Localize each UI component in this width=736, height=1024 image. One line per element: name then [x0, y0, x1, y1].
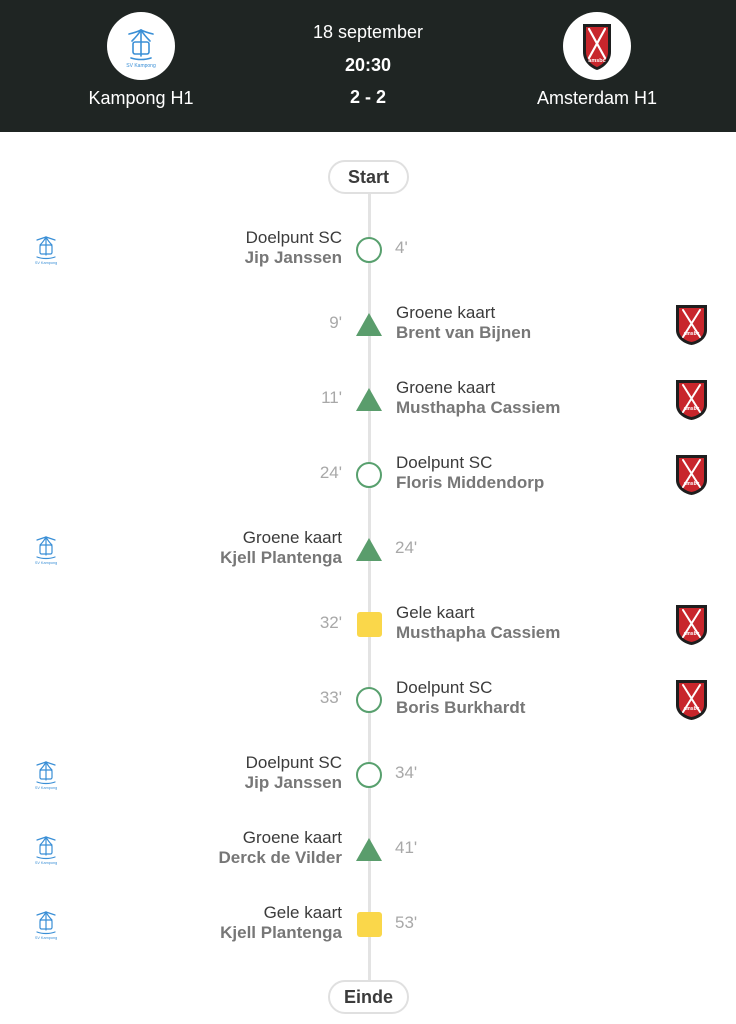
event-minute: 4' — [395, 238, 408, 257]
event-player: Jip Janssen — [244, 248, 342, 267]
event-type: Doelpunt SC — [245, 228, 342, 247]
amsterdam-team-icon: amsbc — [675, 679, 708, 721]
goal-circle-icon — [356, 237, 382, 263]
event-minute: 34' — [395, 763, 418, 782]
event-type: Doelpunt SC — [396, 678, 493, 697]
amsterdam-team-icon: amsbc — [675, 604, 708, 646]
event-type: Groene kaart — [242, 528, 342, 547]
event-player: Musthapha Cassiem — [396, 398, 561, 417]
goal-circle-icon — [356, 462, 382, 488]
kampong-team-icon: SV Kampong — [30, 756, 62, 792]
svg-text:SV Kampong: SV Kampong — [126, 63, 156, 69]
kampong-team-icon: SV Kampong — [30, 906, 62, 942]
svg-text:SV Kampong: SV Kampong — [35, 936, 57, 940]
svg-text:SV Kampong: SV Kampong — [35, 261, 57, 265]
event-minute: 24' — [395, 538, 418, 557]
event-minute: 24' — [319, 463, 342, 482]
event-type: Groene kaart — [396, 303, 496, 322]
event-player: Kjell Plantenga — [220, 548, 342, 567]
event-minute: 33' — [319, 688, 342, 707]
timeline-start-label: Start — [328, 160, 409, 194]
event-minute: 9' — [329, 313, 342, 332]
event-player: Jip Janssen — [244, 773, 342, 792]
svg-text:SV Kampong: SV Kampong — [35, 861, 57, 865]
kampong-logo-icon: SV Kampong — [126, 29, 156, 69]
amsterdam-team-icon: amsbc — [675, 379, 708, 421]
kampong-team-icon: SV Kampong — [30, 831, 62, 867]
match-header: SV Kampong Kampong H1 18 september 20:30… — [0, 0, 736, 132]
event-minute: 11' — [321, 388, 342, 407]
match-time: 20:30 — [344, 55, 392, 75]
match-score: 2 - 2 — [349, 87, 387, 107]
event-player: Brent van Bijnen — [396, 323, 532, 342]
svg-text:amsbc: amsbc — [684, 331, 700, 337]
green-card-triangle-icon — [356, 838, 382, 861]
home-team-logo[interactable]: SV Kampong — [107, 12, 175, 80]
away-team-name[interactable]: Amsterdam H1 — [536, 88, 658, 108]
event-type: Groene kaart — [396, 378, 496, 397]
event-player: Floris Middendorp — [396, 473, 545, 492]
amsterdam-logo-icon: amsbc — [583, 24, 611, 70]
event-type: Gele kaart — [263, 903, 342, 922]
match-date: 18 september — [312, 22, 424, 42]
green-card-triangle-icon — [356, 388, 382, 411]
event-player: Kjell Plantenga — [220, 923, 342, 942]
amsterdam-team-icon: amsbc — [675, 454, 708, 496]
svg-text:SV Kampong: SV Kampong — [35, 786, 57, 790]
goal-circle-icon — [356, 762, 382, 788]
svg-text:amsbc: amsbc — [684, 406, 700, 412]
event-type: Gele kaart — [396, 603, 475, 622]
home-team-name[interactable]: Kampong H1 — [88, 88, 194, 108]
svg-text:amsbc: amsbc — [684, 631, 700, 637]
svg-text:SV Kampong: SV Kampong — [35, 561, 57, 565]
event-type: Groene kaart — [242, 828, 342, 847]
svg-text:amsbc: amsbc — [684, 706, 700, 712]
kampong-team-icon: SV Kampong — [30, 231, 62, 267]
yellow-card-icon — [357, 612, 382, 637]
green-card-triangle-icon — [356, 538, 382, 561]
timeline-end-label: Einde — [328, 980, 409, 1014]
yellow-card-icon — [357, 912, 382, 937]
event-minute: 41' — [395, 838, 418, 857]
event-type: Doelpunt SC — [396, 453, 493, 472]
timeline-line — [368, 190, 371, 990]
svg-text:amsbc: amsbc — [684, 481, 700, 487]
amsterdam-team-icon: amsbc — [675, 304, 708, 346]
event-minute: 53' — [395, 913, 418, 932]
event-player: Derck de Vilder — [218, 848, 342, 867]
event-minute: 32' — [319, 613, 342, 632]
green-card-triangle-icon — [356, 313, 382, 336]
event-player: Musthapha Cassiem — [396, 623, 561, 642]
kampong-team-icon: SV Kampong — [30, 531, 62, 567]
away-team-logo[interactable]: amsbc — [563, 12, 631, 80]
event-type: Doelpunt SC — [245, 753, 342, 772]
svg-text:amsbc: amsbc — [588, 58, 605, 64]
goal-circle-icon — [356, 687, 382, 713]
event-player: Boris Burkhardt — [396, 698, 526, 717]
